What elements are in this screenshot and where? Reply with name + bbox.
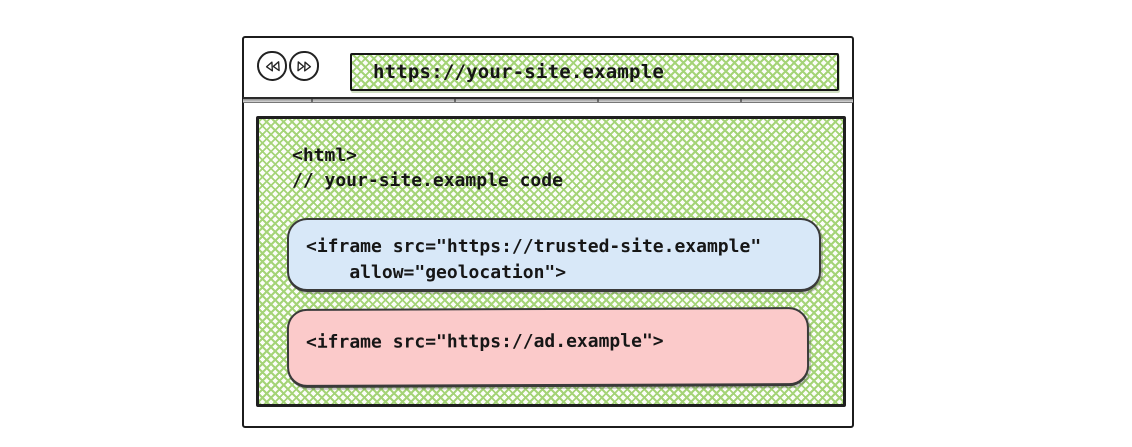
address-bar[interactable]: https://your-site.example (350, 53, 839, 91)
forward-button[interactable] (288, 50, 320, 82)
trusted-site-iframe-code: <iframe src="https://trusted-site.exampl… (306, 236, 762, 283)
double-left-arrow-icon (262, 56, 282, 76)
site-code-comment-line: // your-site.example code (292, 170, 563, 191)
trusted-site-iframe-box: <iframe src="https://trusted-site.exampl… (287, 218, 821, 292)
address-bar-url: https://your-site.example (373, 61, 664, 83)
toolbar-separator (243, 97, 853, 103)
browser-window: https://your-site.example <html> // your… (242, 36, 854, 428)
page-content-panel: <html> // your-site.example code <iframe… (256, 116, 846, 407)
back-button[interactable] (256, 50, 288, 82)
double-right-arrow-icon (294, 56, 314, 76)
ad-iframe-box: <iframe src="https://ad.example"> (286, 307, 810, 388)
ad-iframe-code: <iframe src="https://ad.example"> (305, 330, 664, 353)
html-tag-line: <html> (292, 145, 358, 166)
page-source-code: <html> // your-site.example code (292, 143, 563, 193)
